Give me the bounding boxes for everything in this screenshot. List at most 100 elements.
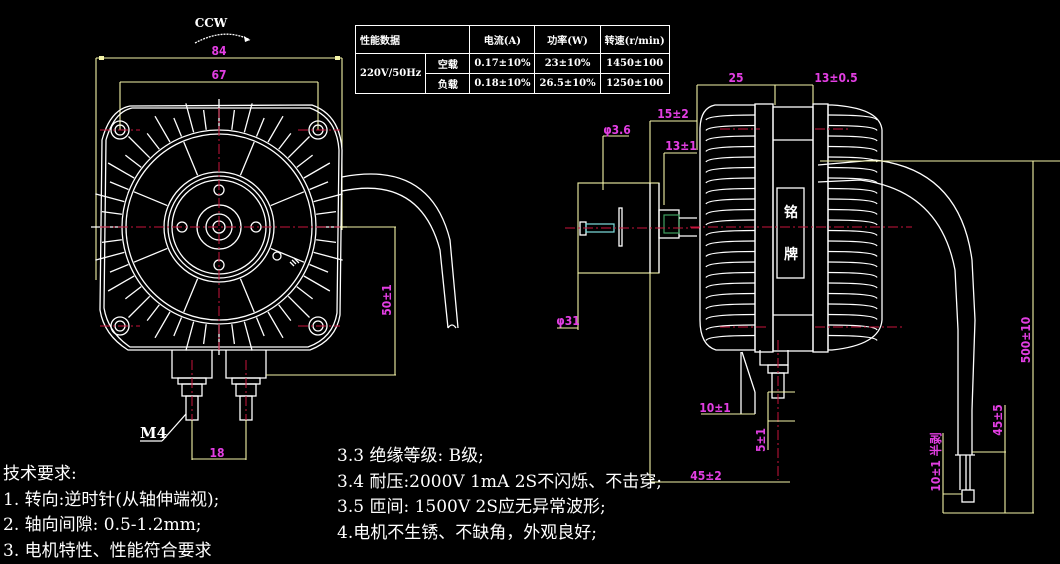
speed-cell: 1450±100 bbox=[600, 54, 669, 74]
dim-shaft-length: 15±2 bbox=[657, 107, 689, 121]
side-fin bbox=[706, 283, 755, 288]
dim-terminal-offset: 45±2 bbox=[690, 469, 722, 483]
requirement-item: 3. 电机特性、性能符合要求 bbox=[3, 539, 219, 564]
stator-band-right bbox=[813, 104, 828, 352]
thread-label: M4 bbox=[140, 424, 167, 442]
side-fin bbox=[706, 262, 755, 267]
dim-shaft-flat: 13±1 bbox=[665, 139, 697, 153]
cooling-fin bbox=[108, 163, 134, 178]
cooling-fin bbox=[232, 110, 235, 130]
cooling-fin bbox=[186, 322, 194, 351]
side-fin bbox=[706, 241, 755, 246]
tech-requirements-title: 技术要求: bbox=[3, 462, 219, 488]
side-fin bbox=[706, 252, 755, 257]
shaft-bushing bbox=[664, 215, 679, 233]
cooling-fin bbox=[174, 118, 182, 136]
requirement-item: 3.5 匝间: 1500V 2S应无异常波形; bbox=[337, 495, 662, 521]
dim-tick bbox=[335, 56, 340, 60]
dim-bolt-spacing: 67 bbox=[211, 68, 226, 82]
spoke bbox=[184, 142, 198, 175]
side-fin bbox=[828, 241, 877, 246]
ground-screw bbox=[273, 252, 281, 260]
side-fin bbox=[828, 136, 877, 141]
cooling-fin bbox=[155, 312, 170, 338]
requirement-item: 1. 转向:逆时针(从轴伸端视); bbox=[3, 488, 219, 514]
side-fin bbox=[706, 136, 755, 141]
cooling-fin bbox=[304, 276, 330, 291]
cooling-fin bbox=[125, 155, 141, 167]
side-fin bbox=[828, 147, 877, 152]
cooling-fin bbox=[204, 324, 207, 344]
cooling-fin bbox=[257, 318, 265, 336]
cooling-fin bbox=[244, 322, 252, 351]
cooling-fin bbox=[257, 118, 265, 136]
side-fin bbox=[828, 283, 877, 288]
dim-half-strip: 10±1 半剥 bbox=[928, 432, 943, 491]
dim-body-width: 25 bbox=[728, 71, 743, 85]
cooling-fin bbox=[297, 287, 313, 299]
requirement-item: 4.电机不生锈、不缺角，外观良好; bbox=[337, 521, 662, 547]
cable-end bbox=[448, 325, 456, 328]
wire-ends bbox=[962, 490, 974, 502]
cooling-fin bbox=[310, 182, 328, 190]
stator-band-left bbox=[755, 104, 773, 352]
dim-cable-offset: 50±1 bbox=[380, 284, 394, 316]
requirement-item: 2. 轴向间隙: 0.5-1.2mm; bbox=[3, 513, 219, 539]
side-fin bbox=[828, 126, 877, 131]
dim-terminal-spacing: 18 bbox=[209, 446, 224, 460]
shaft-boss bbox=[659, 210, 679, 238]
cooling-fin bbox=[304, 163, 330, 178]
side-fin bbox=[706, 304, 755, 309]
dim-terminal-gap: 5±1 bbox=[754, 428, 768, 452]
side-fin bbox=[706, 147, 755, 152]
cooling-fin bbox=[147, 305, 159, 321]
side-fin bbox=[828, 168, 877, 173]
cooling-fin bbox=[128, 136, 149, 157]
side-fin bbox=[706, 189, 755, 194]
side-fin bbox=[706, 315, 755, 320]
spoke bbox=[134, 248, 167, 262]
cable-inner bbox=[818, 180, 958, 410]
cooling-fin bbox=[288, 296, 309, 317]
side-fin bbox=[706, 157, 755, 162]
side-fin bbox=[706, 231, 755, 236]
side-fin bbox=[828, 262, 877, 267]
spoke bbox=[134, 192, 167, 206]
dim-fan-hub-diameter: φ31 bbox=[556, 314, 579, 328]
spoke bbox=[240, 279, 254, 312]
tech-requirements-left: 技术要求: 1. 转向:逆时针(从轴伸端视); 2. 轴向间隙: 0.5-1.2… bbox=[3, 462, 219, 564]
side-fin bbox=[828, 220, 877, 225]
cooling-fin bbox=[95, 252, 124, 260]
side-fin bbox=[706, 273, 755, 278]
nameplate-char: 牌 bbox=[776, 240, 806, 270]
side-fin bbox=[828, 273, 877, 278]
side-fin bbox=[828, 189, 877, 194]
cable-wires bbox=[960, 455, 970, 490]
dim-tick bbox=[99, 56, 104, 60]
side-fin bbox=[828, 199, 877, 204]
table-row: 220V/50Hz 空载 0.17±10% 23±10% 1450±100 bbox=[356, 54, 670, 74]
cable-outer bbox=[818, 160, 975, 410]
cooling-fin bbox=[155, 116, 170, 142]
hub-ring-inner bbox=[168, 176, 270, 278]
rotation-arrowhead-icon bbox=[244, 36, 250, 42]
side-fin bbox=[706, 294, 755, 299]
side-fin bbox=[828, 315, 877, 320]
cooling-fin bbox=[310, 265, 328, 273]
table-header: 功率(W) bbox=[535, 26, 600, 54]
dim-overall-width: 84 bbox=[211, 44, 227, 58]
condition-cell: 空载 bbox=[426, 54, 470, 74]
side-fin bbox=[706, 199, 755, 204]
nameplate-char: 铭 bbox=[776, 198, 806, 228]
cooling-fin bbox=[279, 305, 291, 321]
cooling-fin bbox=[147, 133, 159, 149]
cooling-fin bbox=[268, 116, 283, 142]
table-header: 性能数据 bbox=[356, 26, 470, 54]
cooling-fin bbox=[279, 133, 291, 149]
cooling-fin bbox=[204, 110, 207, 130]
side-fin bbox=[828, 304, 877, 309]
cooling-fin bbox=[128, 296, 149, 317]
dim-cable-length: 500±10 bbox=[1019, 317, 1033, 364]
cooling-fin bbox=[125, 287, 141, 299]
speed-cell: 1250±100 bbox=[600, 74, 669, 94]
